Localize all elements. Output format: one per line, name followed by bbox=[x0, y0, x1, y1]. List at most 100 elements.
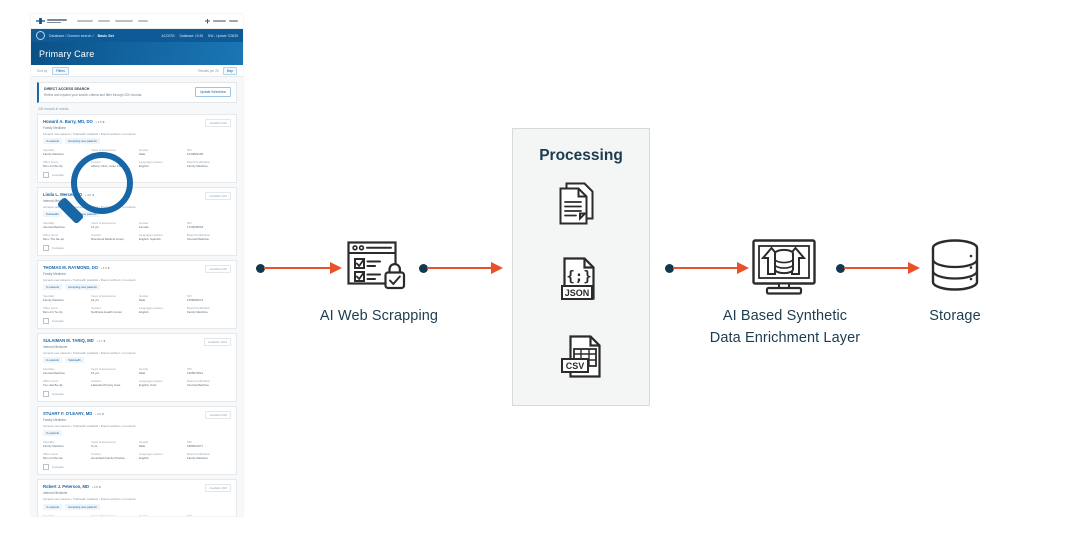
compare-checkbox[interactable] bbox=[43, 464, 49, 471]
breadcrumb-meta-0: ACCESS bbox=[161, 33, 175, 38]
provider-specialty: Internal Medicine bbox=[43, 345, 68, 350]
breadcrumb-bar[interactable]: Database / Domain search / Basic Set ACC… bbox=[31, 29, 243, 42]
filter-bar-right[interactable]: Results per 20 Map bbox=[198, 66, 237, 75]
detail-field-label: Years of Experience bbox=[91, 513, 116, 516]
detail-field-label: Contact bbox=[91, 232, 101, 237]
provider-name[interactable]: THOMAS M. RAYMOND, DO bbox=[43, 264, 98, 270]
provider-specialty: Family Medicine bbox=[43, 125, 67, 130]
browser-screenshot-mockup[interactable]: Database / Domain search / Basic Set ACC… bbox=[31, 14, 243, 516]
detail-field-label: Languages spoken bbox=[139, 232, 163, 237]
provider-card[interactable]: Robert J. Peterson, MD• 4.8 ★Available 1… bbox=[37, 479, 237, 516]
provider-name[interactable]: Robert J. Peterson, MD bbox=[43, 484, 90, 490]
provider-tag[interactable]: Accepting new patients bbox=[65, 284, 100, 291]
results-list[interactable]: DIRECT ACCESS SEARCH Refine and expand y… bbox=[31, 77, 243, 516]
provider-card[interactable]: Linda L. Mercer, DO• 4.6 ★Available 10/4… bbox=[37, 186, 237, 256]
results-per-page-label: Results per 20 bbox=[198, 68, 219, 73]
provider-attributes: Accepts new patients • Telehealth availa… bbox=[43, 277, 136, 282]
map-toggle-button[interactable]: Map bbox=[222, 66, 237, 75]
provider-tag[interactable]: Accepting new patients bbox=[64, 211, 100, 218]
detail-field-label: Contact bbox=[91, 451, 101, 456]
provider-card-list[interactable]: Howard A. Barry, MD, DO• 4.8 ★Available … bbox=[37, 113, 237, 516]
provider-tag[interactable]: In-network bbox=[43, 284, 63, 291]
provider-rating: • 4.8 ★ bbox=[92, 485, 102, 490]
direct-access-notice: DIRECT ACCESS SEARCH Refine and expand y… bbox=[37, 82, 237, 103]
provider-tag[interactable]: Accepting new patients bbox=[65, 503, 100, 510]
compare-checkbox[interactable] bbox=[43, 171, 49, 178]
arrow-1-dot bbox=[256, 263, 265, 273]
enrichment-label-line2: Data Enrichment Layer bbox=[709, 329, 861, 346]
provider-card[interactable]: Howard A. Barry, MD, DO• 4.8 ★Available … bbox=[37, 113, 237, 183]
compare-checkbox[interactable] bbox=[43, 318, 49, 325]
compare-checkbox[interactable] bbox=[43, 244, 49, 251]
breadcrumb-meta: ACCESS Database: 19.35 NW - Update 7/28/… bbox=[162, 34, 238, 38]
home-circle-icon[interactable] bbox=[36, 31, 45, 40]
provider-name[interactable]: STUART F. O'LEARY, MD bbox=[43, 411, 93, 417]
provider-tag[interactable]: In-network bbox=[43, 430, 63, 437]
page-hero: Primary Care bbox=[31, 42, 243, 65]
detail-field-label: NPI bbox=[187, 367, 192, 372]
breadcrumb-trail[interactable]: Database / Domain search / bbox=[49, 33, 94, 38]
provider-tag[interactable]: In-network bbox=[43, 138, 63, 145]
brand-logo-icon[interactable] bbox=[36, 18, 67, 24]
compare-control[interactable]: Compare bbox=[43, 318, 231, 325]
arrow-4-shaft bbox=[844, 266, 909, 270]
detail-field-value: 1043829105 bbox=[187, 152, 204, 157]
detail-field-value: 18 yrs bbox=[91, 152, 99, 157]
provider-card-head: SULAIMAN M. TARIQ, MD• 4.7 ★ bbox=[43, 338, 231, 343]
provider-tag[interactable]: In-network bbox=[43, 357, 63, 364]
provider-tag[interactable]: Accepting new patients bbox=[65, 138, 100, 145]
detail-field-value: Internal Medicine bbox=[187, 236, 210, 241]
compare-checkbox[interactable] bbox=[43, 391, 49, 398]
detail-field-value: Northside Health Center bbox=[91, 309, 123, 314]
detail-field-label: Office hours bbox=[43, 451, 59, 456]
provider-tag[interactable]: Telehealth bbox=[65, 357, 84, 364]
logo-wordmark bbox=[47, 19, 67, 23]
top-bar-right[interactable] bbox=[205, 18, 238, 24]
plus-icon[interactable] bbox=[205, 18, 210, 24]
detail-field-value: English, Urdu bbox=[139, 382, 157, 387]
detail-field-value: Mon–Fri 7a–6p bbox=[43, 309, 63, 314]
compare-control[interactable]: Compare bbox=[43, 244, 231, 251]
detail-field-label: NPI bbox=[187, 148, 192, 153]
filters-button[interactable]: Filters bbox=[52, 66, 69, 75]
provider-card-head: Howard A. Barry, MD, DO• 4.8 ★ bbox=[43, 119, 231, 124]
provider-rating: • 4.8 ★ bbox=[95, 119, 105, 124]
provider-tag[interactable]: Telehealth bbox=[43, 211, 62, 218]
notice-text: DIRECT ACCESS SEARCH Refine and expand y… bbox=[44, 87, 191, 98]
provider-name[interactable]: Howard A. Barry, MD, DO bbox=[43, 118, 93, 124]
compare-control[interactable]: Compare bbox=[43, 391, 231, 398]
provider-card[interactable]: THOMAS M. RAYMOND, DO• 4.9 ★Available 9/… bbox=[37, 259, 237, 330]
provider-name[interactable]: SULAIMAN M. TARIQ, MD bbox=[43, 338, 94, 344]
filter-bar[interactable]: Sort by Filters Results per 20 Map bbox=[31, 65, 243, 77]
top-nav-links[interactable] bbox=[77, 20, 148, 22]
compare-control[interactable]: Compare bbox=[43, 464, 231, 471]
detail-field-value: English bbox=[139, 163, 149, 168]
detail-field-label: Years of Experience bbox=[91, 221, 116, 226]
compare-control[interactable]: Compare bbox=[43, 171, 231, 178]
notice-description: Refine and expand your search criteria a… bbox=[44, 93, 143, 97]
detail-field-label: Gender bbox=[139, 294, 149, 299]
breadcrumb-current: Basic Set bbox=[97, 33, 114, 38]
detail-field-value: 9 yrs bbox=[91, 444, 98, 449]
availability-badge: Available 9/26 bbox=[205, 411, 231, 420]
detail-field-label: Gender bbox=[139, 148, 149, 153]
provider-card-head: THOMAS M. RAYMOND, DO• 4.9 ★ bbox=[43, 265, 231, 270]
database-cylinder-icon bbox=[927, 238, 983, 298]
provider-name[interactable]: Linda L. Mercer, DO bbox=[43, 191, 83, 197]
update-selections-button[interactable]: Update Selections bbox=[195, 87, 231, 97]
provider-card[interactable]: STUART F. O'LEARY, MD• 4.5 ★Available 9/… bbox=[37, 406, 237, 476]
provider-card[interactable]: SULAIMAN M. TARIQ, MD• 4.7 ★Available 10… bbox=[37, 333, 237, 403]
provider-tag[interactable]: In-network bbox=[43, 503, 63, 510]
